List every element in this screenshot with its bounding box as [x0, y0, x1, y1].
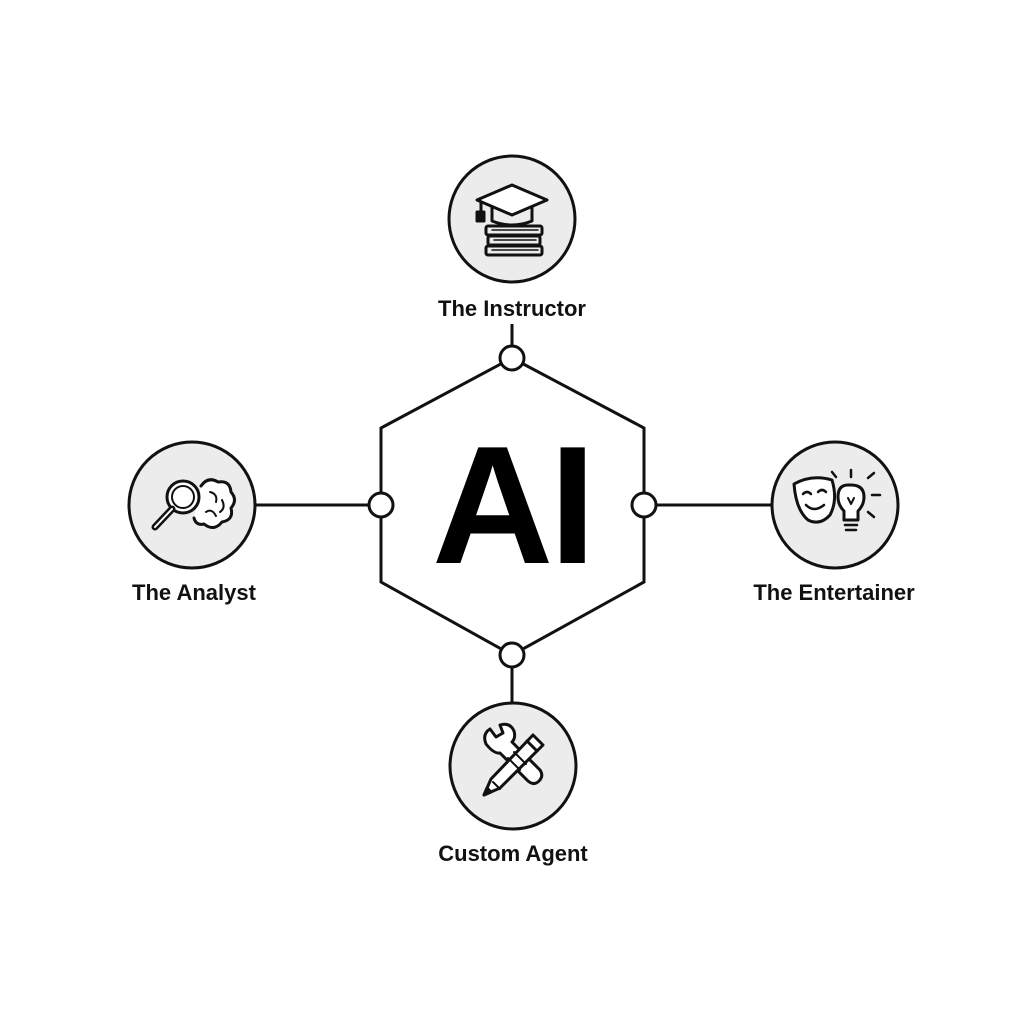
wrench-pencil-icon [482, 722, 545, 797]
node-entertainer[interactable] [770, 440, 900, 570]
node-label-entertainer: The Entertainer [753, 580, 915, 605]
connector-dots [367, 344, 658, 669]
graduation-cap-books-icon [475, 183, 549, 257]
node-analyst[interactable] [127, 440, 257, 570]
connector-dot-top [498, 344, 526, 372]
node-instructor[interactable] [447, 154, 577, 284]
connector-dot-bottom [498, 641, 526, 669]
magnifier-brain-icon [151, 478, 236, 531]
node-label-analyst: The Analyst [132, 580, 256, 605]
node-custom[interactable] [448, 701, 578, 831]
node-label-custom: Custom Agent [438, 841, 588, 866]
connector-dot-right [630, 491, 658, 519]
connector-dot-left [367, 491, 395, 519]
node-label-instructor: The Instructor [438, 296, 586, 321]
center-ai-label: AI [432, 411, 596, 599]
theater-mask-lightbulb-icon [792, 468, 882, 532]
node-circle-instructor [447, 154, 577, 284]
